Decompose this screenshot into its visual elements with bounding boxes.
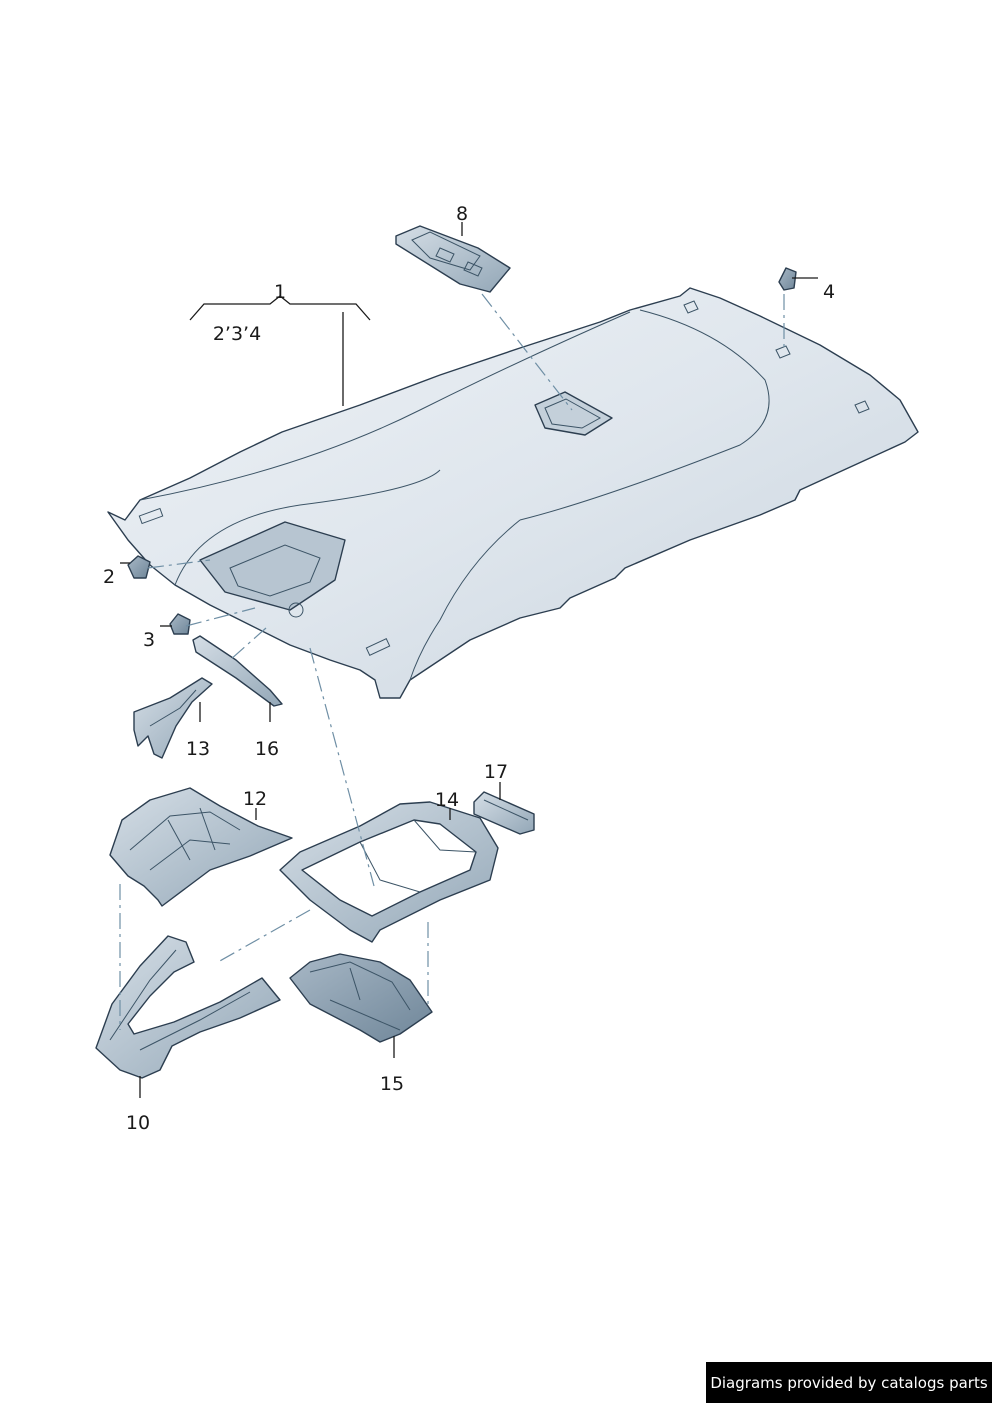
part-2-clip [127,555,151,579]
callout-16: 16 [255,738,279,760]
part-4-clip [778,267,797,291]
footer-credit-text: Diagrams provided by catalogs parts [710,1373,988,1392]
callout-14: 14 [435,789,459,811]
part-10-cover [95,935,281,1079]
part-12-trim-panel [109,787,293,907]
callout-8: 8 [456,203,468,225]
part-14-console-frame [279,801,499,943]
part-17-module [473,791,535,835]
callout-17: 17 [484,761,508,783]
part-13-pillar-trim [133,677,213,759]
part-3-clip [169,613,191,635]
footer-credit-banner: Diagrams provided by catalogs parts [706,1362,992,1403]
callout-10: 10 [126,1112,150,1134]
callout-3: 3 [143,629,155,651]
assembly-lines [119,293,785,1030]
leader-lines [120,222,818,1098]
part-8-rear-light [395,225,511,293]
callout-labels: 1 2’3’4 8 4 2 3 13 16 17 12 14 15 10 [103,203,835,1134]
callout-13: 13 [186,738,210,760]
callout-1-sub: 2’3’4 [213,323,261,345]
part-16-trim-strip [192,635,283,707]
callout-2: 2 [103,566,115,588]
callout-4: 4 [823,281,835,303]
part-15-light-unit [289,953,433,1043]
callout-12: 12 [243,788,267,810]
headliner-part [107,287,919,699]
callout-1: 1 [274,281,286,303]
callout-15: 15 [380,1073,404,1095]
